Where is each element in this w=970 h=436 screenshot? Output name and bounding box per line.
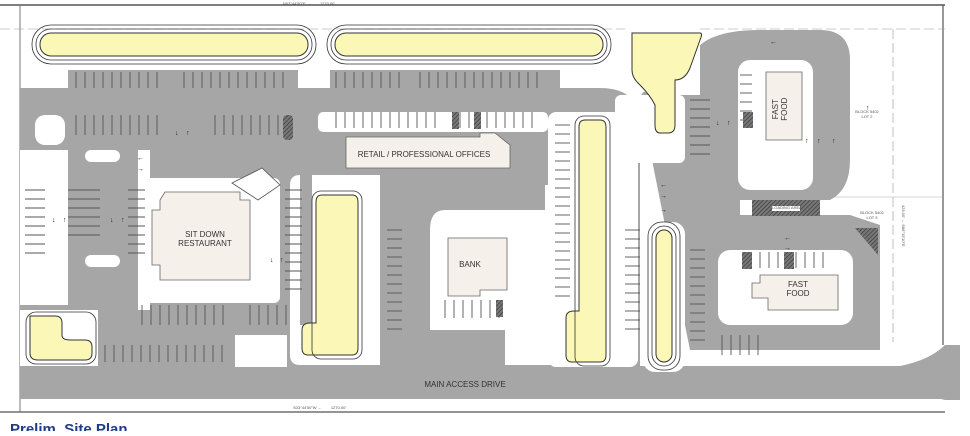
top-distance-text: 1270.00' [319,1,336,6]
svg-text:↑: ↑ [866,105,870,112]
restaurant-label-line2: RESTAURANT [178,239,232,249]
svg-text:←: ← [784,235,791,242]
svg-text:←: ← [660,182,667,189]
lot-3-line2: LOT 3 [866,214,878,220]
fastfood-south-label: FAST FOOD [780,280,816,298]
lot-2-label: BLOCK 5402 LOT 2 [855,109,879,119]
svg-text:←: ← [770,39,777,46]
bottom-bearing-arrow: ← [317,405,322,410]
fastfood-south-line1: FAST [787,280,808,289]
main-access-drive-label: MAIN ACCESS DRIVE [424,380,506,389]
plan-caption-cut-off: Prelim. Site Plan [10,421,128,431]
fastfood-north-line1: FAST [770,99,780,120]
restaurant-building-label: SIT DOWN RESTAURANT [165,230,245,248]
fastfood-south-line2: FOOD [786,289,810,299]
bottom-bearing: S03°44'50"W ← 1270.00' [293,405,347,411]
svg-text:↓: ↓ [52,217,56,224]
lot-2-line1: BLOCK 5402 [855,109,879,114]
lot-3-label: BLOCK 5402 LOT 3 [860,210,884,220]
top-bearing: N03°44'50"E → 1270.00' [283,1,336,7]
fastfood-north-label: FAST FOOD [771,89,789,129]
svg-text:↑: ↑ [186,130,190,137]
right-bearing-arrow: ← [901,219,906,224]
svg-text:←: ← [137,155,144,162]
svg-text:↑: ↑ [63,217,67,224]
bottom-bearing-text: S03°44'50"W [293,405,317,410]
svg-text:↑: ↑ [817,138,821,145]
lot-2-line2: LOT 2 [861,113,873,119]
svg-text:↑: ↑ [805,138,809,145]
svg-text:↑: ↑ [727,120,731,127]
loading-area-label: LOADING AREA [772,205,802,211]
svg-text:↓: ↓ [270,257,274,264]
right-distance-text: 429.00' [901,205,906,218]
svg-text:→: → [660,193,667,200]
top-bearing-arrow: → [306,1,311,6]
bank-building-label: BANK [459,260,481,269]
svg-text:→: → [784,245,791,252]
top-bearing-text: N03°44'50"E [283,1,306,6]
svg-text:↓: ↓ [175,130,179,137]
right-bearing-text: S86°15'10"E [901,224,906,247]
svg-text:→: → [137,166,144,173]
retail-building-label: RETAIL / PROFESSIONAL OFFICES [357,150,491,159]
svg-text:↓: ↓ [110,217,114,224]
svg-text:↑: ↑ [280,257,284,264]
right-bearing: 429.00' ← S86°15'10"E [900,205,906,247]
bottom-distance-text: 1270.00' [330,405,347,410]
svg-text:↑: ↑ [121,217,125,224]
svg-text:↓: ↓ [716,120,720,127]
svg-text:→: → [660,207,667,214]
fastfood-north-line2: FOOD [780,97,789,121]
lot-3-line1: BLOCK 5402 [860,210,884,215]
restaurant-label-line1: SIT DOWN [185,230,225,239]
svg-text:↑: ↑ [832,138,836,145]
